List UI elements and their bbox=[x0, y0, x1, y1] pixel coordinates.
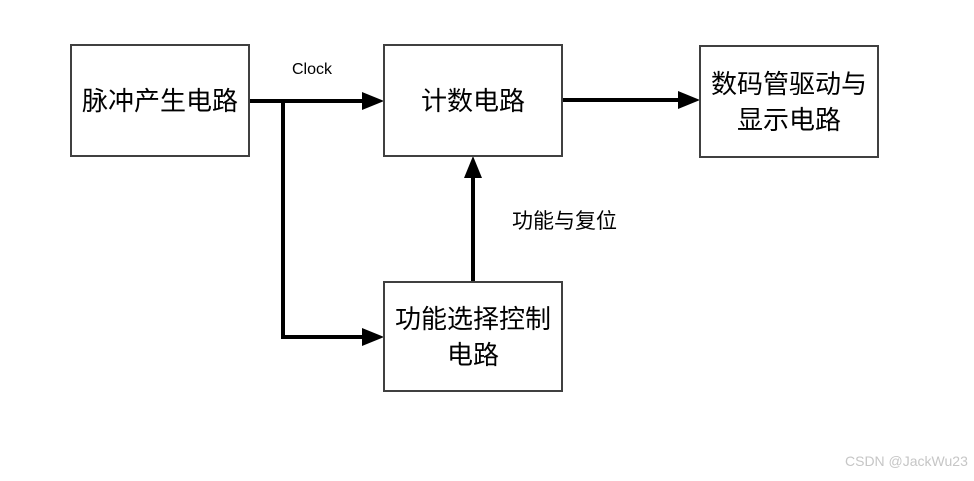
arrowhead-branch-to-function bbox=[362, 328, 384, 346]
arrowhead-function-to-counter bbox=[464, 156, 482, 178]
pulse-generator-label: 脉冲产生电路 bbox=[81, 85, 238, 116]
csdn-watermark: CSDN @JackWu23 bbox=[845, 453, 968, 469]
arrowhead-pulse-to-counter bbox=[362, 92, 384, 110]
arrowhead-counter-to-display bbox=[678, 91, 700, 109]
display-driver-box: 数码管驱动与 显示电路 bbox=[699, 45, 879, 158]
function-reset-edge-label: 功能与复位 bbox=[512, 210, 617, 233]
counter-circuit-label: 计数电路 bbox=[420, 85, 525, 116]
display-driver-label-line1: 数码管驱动与 bbox=[710, 68, 867, 99]
pulse-generator-box: 脉冲产生电路 bbox=[70, 44, 250, 157]
clock-edge-label: Clock bbox=[292, 61, 333, 78]
function-select-label-line1: 功能选择控制 bbox=[394, 303, 551, 334]
function-select-control-box: 功能选择控制 电路 bbox=[383, 281, 563, 392]
display-driver-label-line2: 显示电路 bbox=[736, 104, 841, 135]
counter-circuit-box: 计数电路 bbox=[383, 44, 563, 157]
function-select-label-line2: 电路 bbox=[446, 339, 499, 370]
